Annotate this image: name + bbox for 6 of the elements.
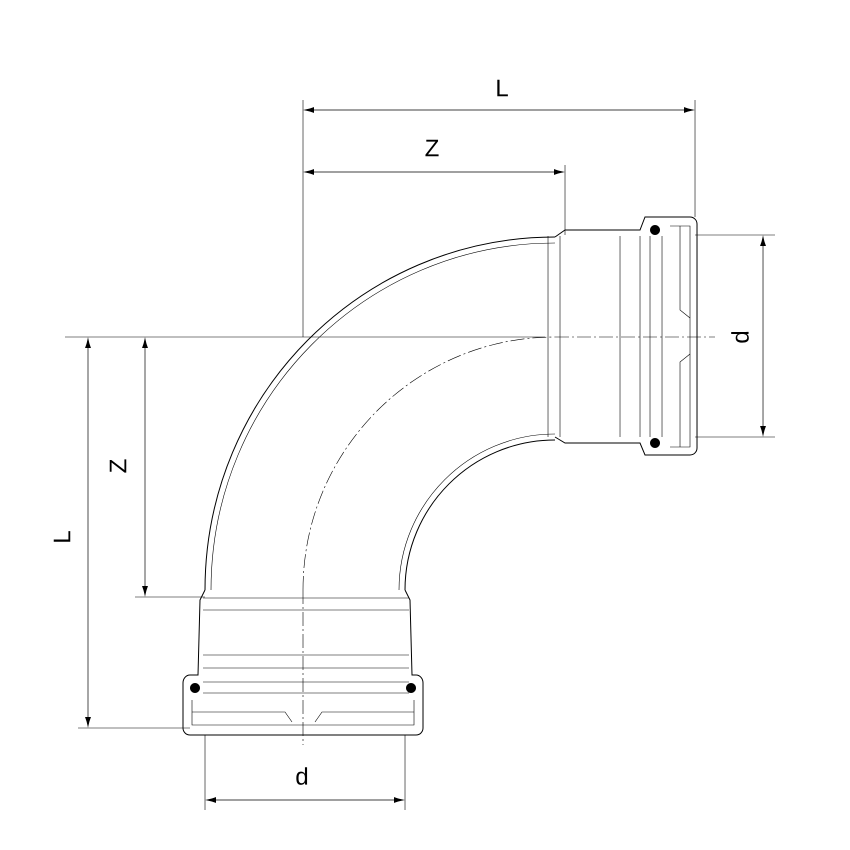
dimension-label: L [54,531,70,542]
dimension-label: d [731,332,749,343]
dimension-label: d [296,767,308,785]
dimension-label: Z [110,459,126,473]
dimension-label: Z [425,140,439,156]
dimension-label: L [497,80,508,96]
